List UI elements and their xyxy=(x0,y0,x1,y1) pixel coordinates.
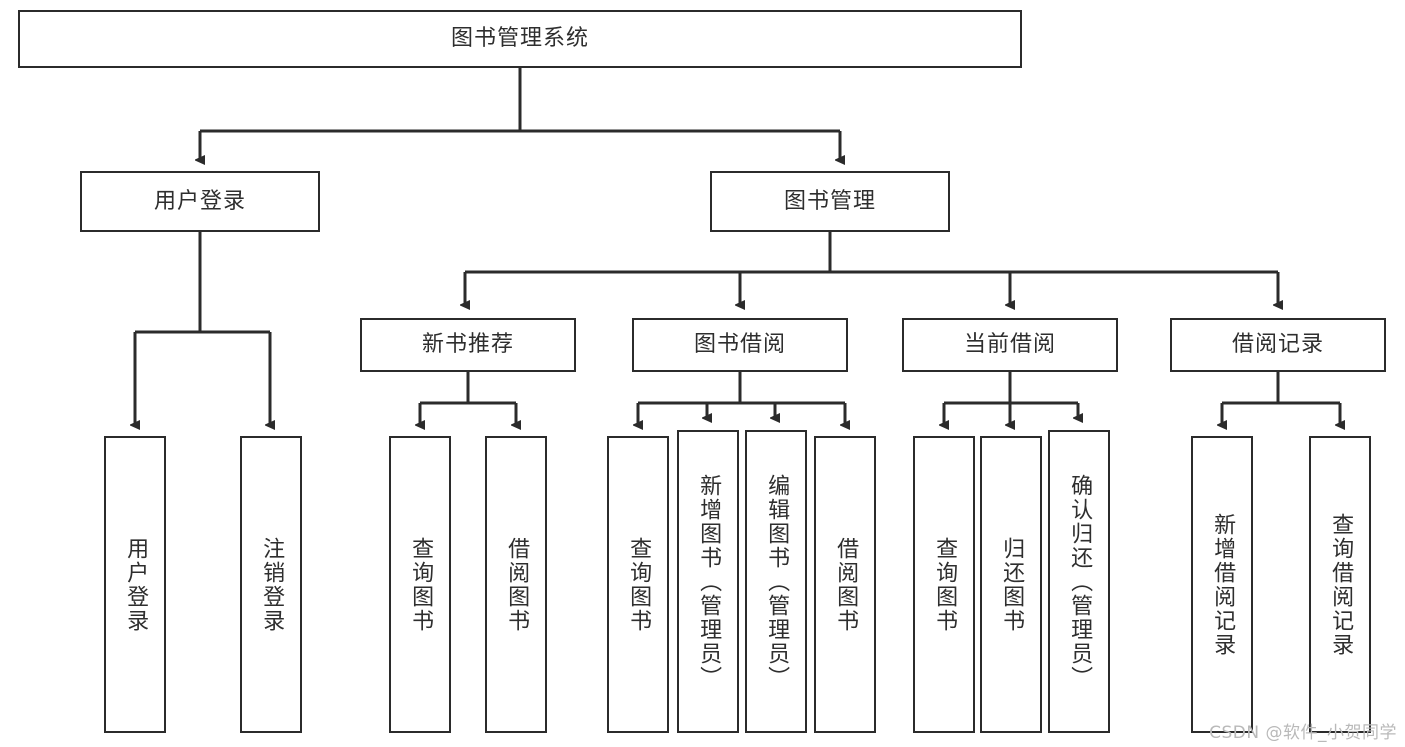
node-label: 查询图书 xyxy=(408,536,434,633)
leaf-query-book-borrow[interactable]: 查询图书 xyxy=(607,436,669,733)
node-label: 新增图书（管理员） xyxy=(696,473,722,690)
node-label: 用户登录 xyxy=(153,188,246,214)
node-borrow-record[interactable]: 借阅记录 xyxy=(1170,318,1386,372)
node-label: 查询借阅记录 xyxy=(1328,512,1354,657)
leaf-query-book-current[interactable]: 查询图书 xyxy=(913,436,975,733)
leaf-logout-login[interactable]: 注销登录 xyxy=(240,436,302,733)
node-root-book-management-system[interactable]: 图书管理系统 xyxy=(18,10,1022,68)
node-book-management[interactable]: 图书管理 xyxy=(710,171,950,232)
leaf-user-login[interactable]: 用户登录 xyxy=(104,436,166,733)
leaf-query-borrow-record[interactable]: 查询借阅记录 xyxy=(1309,436,1371,733)
node-label: 借阅图书 xyxy=(833,536,859,633)
node-label: 图书管理 xyxy=(783,188,876,214)
node-label: 借阅记录 xyxy=(1231,332,1324,358)
leaf-add-borrow-record[interactable]: 新增借阅记录 xyxy=(1191,436,1253,733)
leaf-borrow-book-new-recommend[interactable]: 借阅图书 xyxy=(485,436,547,733)
leaf-borrow-book-borrow[interactable]: 借阅图书 xyxy=(814,436,876,733)
node-label: 编辑图书（管理员） xyxy=(764,473,790,690)
leaf-return-book[interactable]: 归还图书 xyxy=(980,436,1042,733)
node-label: 借阅图书 xyxy=(504,536,530,633)
node-user-login[interactable]: 用户登录 xyxy=(80,171,320,232)
node-label: 查询图书 xyxy=(626,536,652,633)
csdn-watermark: CSDN @软件_小贺同学 xyxy=(1209,723,1397,743)
node-label: 新增借阅记录 xyxy=(1210,512,1236,657)
node-label: 新书推荐 xyxy=(421,332,514,358)
node-current-borrow[interactable]: 当前借阅 xyxy=(902,318,1118,372)
node-label: 查询图书 xyxy=(932,536,958,633)
node-new-book-recommend[interactable]: 新书推荐 xyxy=(360,318,576,372)
node-label: 归还图书 xyxy=(999,536,1025,633)
node-label: 注销登录 xyxy=(259,536,285,633)
node-label: 图书借阅 xyxy=(693,332,786,358)
leaf-confirm-return-admin[interactable]: 确认归还（管理员） xyxy=(1048,430,1110,733)
leaf-query-book-new-recommend[interactable]: 查询图书 xyxy=(389,436,451,733)
node-label: 确认归还（管理员） xyxy=(1067,473,1093,690)
node-label: 当前借阅 xyxy=(963,332,1056,358)
leaf-edit-book-admin[interactable]: 编辑图书（管理员） xyxy=(745,430,807,733)
leaf-add-book-admin[interactable]: 新增图书（管理员） xyxy=(677,430,739,733)
node-label: 图书管理系统 xyxy=(450,26,589,52)
node-book-borrow[interactable]: 图书借阅 xyxy=(632,318,848,372)
node-label: 用户登录 xyxy=(123,536,149,633)
